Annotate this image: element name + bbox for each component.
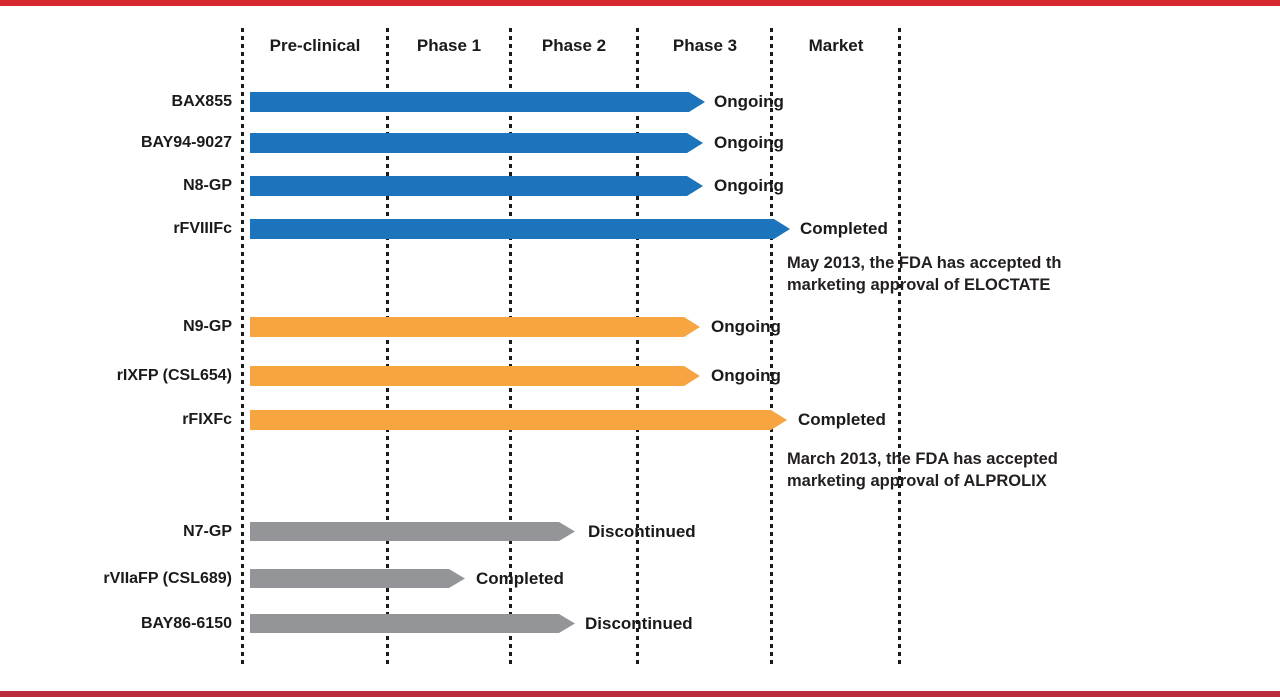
progress-arrow-bar [250,92,705,112]
status-label: Completed [800,219,888,238]
progress-arrow-bar [250,410,787,430]
pipeline-row-bax855: BAX855 Ongoing [0,92,1280,114]
pipeline-row-n8-gp: N8-GP Ongoing [0,176,1280,198]
progress-arrow-bar [250,522,575,541]
phase-header-phase3: Phase 3 [672,36,738,55]
status-label: Ongoing [714,133,784,152]
annotation-eloctate: May 2013, the FDA has accepted th market… [787,252,1145,296]
annotation-line: marketing approval of ALPROLIX [787,472,1047,490]
status-label: Discontinued [588,522,696,541]
drug-label: rIXFP (CSL654) [116,367,232,384]
status-label: Discontinued [585,614,693,633]
drug-label: BAX855 [171,93,232,110]
drug-label: rFIXFc [182,411,232,428]
drug-label: N9-GP [183,318,232,335]
progress-arrow-bar [250,366,700,386]
drug-label: BAY94-9027 [140,134,232,151]
phase-separator-line [898,28,901,665]
status-label: Ongoing [711,317,781,336]
annotation-alprolix: March 2013, the FDA has accepted marketi… [787,448,1145,492]
drug-label: N7-GP [183,523,232,540]
bottom-red-border [0,691,1280,697]
annotation-line: May 2013, the FDA has accepted th [787,254,1062,272]
phase-header-market: Market [808,36,864,55]
drug-label: rVIIaFP (CSL689) [103,570,232,587]
pipeline-row-bay86-6150: BAY86-6150 Discontinued [0,614,1280,636]
progress-arrow-bar [250,317,700,337]
phase-header-preclinical: Pre-clinical [269,36,361,55]
top-red-border [0,0,1280,6]
pipeline-row-n7-gp: N7-GP Discontinued [0,522,1280,544]
status-label: Ongoing [714,92,784,111]
pipeline-row-rixfp-csl654: rIXFP (CSL654) Ongoing [0,366,1280,388]
phase-separator-line [509,28,512,665]
phase-separator-line [386,28,389,665]
status-label: Ongoing [711,366,781,385]
drug-label: rFVIIIFc [173,220,232,237]
progress-arrow-bar [250,133,703,153]
progress-arrow-bar [250,176,703,196]
status-label: Ongoing [714,176,784,195]
status-label: Completed [798,410,886,429]
pipeline-row-rviiafp-csl689: rVIIaFP (CSL689) Completed [0,569,1280,591]
phase-separator-line [636,28,639,665]
annotation-line: March 2013, the FDA has accepted [787,450,1058,468]
annotation-line: marketing approval of ELOCTATE [787,276,1051,294]
pipeline-row-rfviiifc: rFVIIIFc Completed [0,219,1280,241]
status-label: Completed [476,569,564,588]
drug-label: N8-GP [183,177,232,194]
phase-separator-line [770,28,773,665]
phase-header-phase1: Phase 1 [416,36,482,55]
progress-arrow-bar [250,569,465,588]
pipeline-row-rfixfc: rFIXFc Completed [0,410,1280,432]
progress-arrow-bar [250,614,575,633]
pipeline-row-n9-gp: N9-GP Ongoing [0,317,1280,339]
phase-separator-line [241,28,244,665]
progress-arrow-bar [250,219,790,239]
drug-label: BAY86-6150 [140,615,232,632]
phase-header-phase2: Phase 2 [541,36,607,55]
pipeline-row-bay94-9027: BAY94-9027 Ongoing [0,133,1280,155]
